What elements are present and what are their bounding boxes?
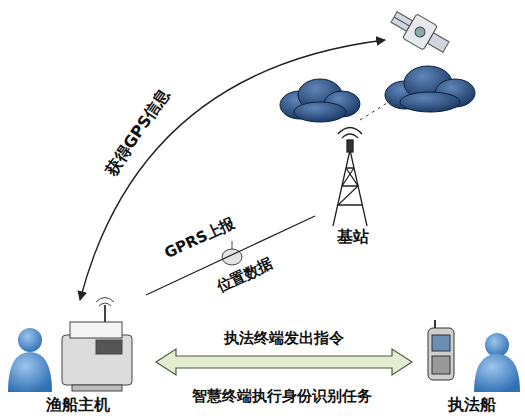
node-label: 基站 (315, 227, 391, 248)
cloud (280, 66, 475, 122)
satellite (387, 5, 453, 59)
router (222, 241, 242, 265)
text-label: 获得GPS信息 (101, 85, 175, 180)
person (474, 333, 520, 392)
tower (333, 128, 367, 227)
icon-node: 基站 (315, 128, 391, 250)
phone (428, 320, 454, 380)
text-label: 智慧终端执行身份识别任务 (192, 387, 372, 406)
text-label: 执法终端发出指令 (224, 329, 344, 348)
printer (62, 298, 132, 392)
signal-dash (360, 98, 395, 120)
person (8, 328, 52, 392)
icon-node: 执法船 (412, 318, 525, 418)
connector (156, 349, 412, 375)
node-label: 渔船主机 (0, 395, 156, 416)
icon-node: 渔船主机 (0, 295, 156, 418)
node-label: 执法船 (412, 395, 525, 416)
gps-arc (80, 40, 385, 300)
